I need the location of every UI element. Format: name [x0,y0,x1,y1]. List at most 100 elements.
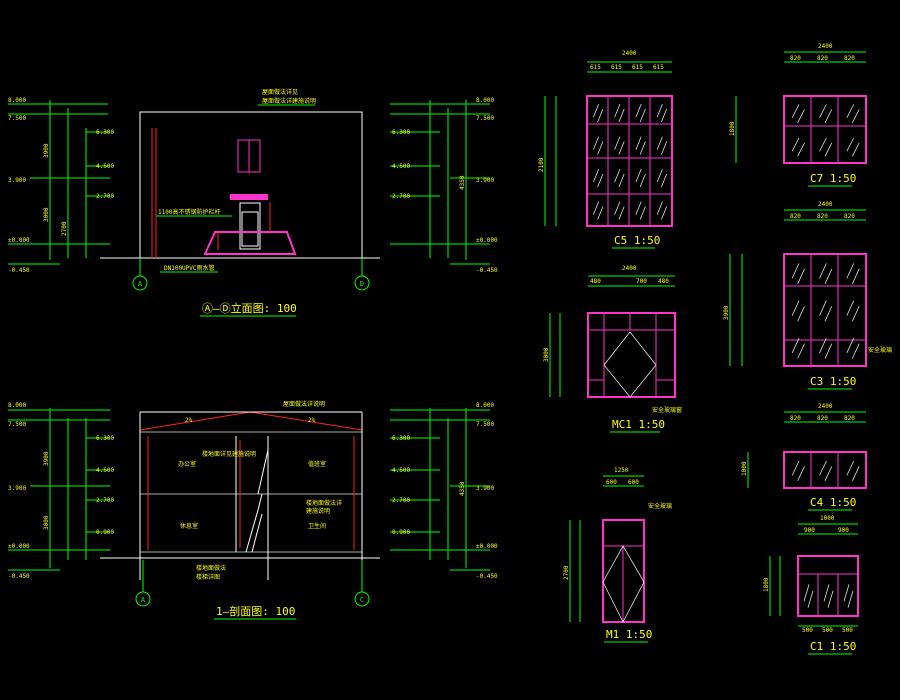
svg-text:6.300: 6.300 [392,129,410,136]
svg-text:7.500: 7.500 [476,421,494,428]
pipe-note: DN100UPVC雨水管 [164,264,215,272]
glass-hatch-stroke [852,109,860,123]
glass-hatch-stroke [852,306,860,322]
svg-text:8.000: 8.000 [476,97,494,104]
glass-hatch-stroke [843,584,850,602]
glass-hatch-stroke [656,201,663,215]
svg-text:1250: 1250 [614,467,629,474]
svg-text:2400: 2400 [818,43,833,50]
svg-text:820: 820 [844,55,855,62]
entrance-canopy [230,194,268,200]
svg-text:615: 615 [590,64,601,71]
window-c3: 2400 820 820 820 3900 安全玻璃 C3 1:50 [723,201,892,390]
section-floor-note: 楼地面详见建施说明 [202,450,256,458]
axis-d-label: D [360,280,364,288]
c7-title: C7 1:50 [810,172,856,185]
svg-text:4350: 4350 [459,481,466,496]
svg-text:4.500: 4.500 [392,163,410,170]
level-m450: -0.450 [8,267,30,274]
level-0900: 0.900 [96,529,114,536]
glass-hatch-stroke [661,173,668,188]
c4-title: C4 1:50 [810,496,856,509]
window-c1: 1000 900 900 1800 500 500 500 C1 1:50 [763,515,859,655]
glass-hatch-stroke [597,206,604,220]
svg-text:820: 820 [790,213,801,220]
svg-text:2400: 2400 [818,403,833,410]
glass-hatch-stroke [797,268,805,285]
roof-note-2: 屋面做法详建施说明 [262,97,316,105]
glass-hatch-stroke [846,460,855,476]
glass-hatch-stroke [639,206,646,220]
glass-hatch-stroke [852,466,860,481]
glass-hatch-stroke [824,343,833,359]
mc1-title: MC1 1:50 [612,418,665,431]
glass-hatch-stroke [791,137,800,152]
svg-text:2.700: 2.700 [96,497,114,504]
stair-line [245,493,263,553]
glass-hatch-stroke [819,104,827,118]
elevation-title: Ⓐ—Ⓓ立面图: 100 [202,301,297,315]
svg-text:900: 900 [804,527,815,534]
svg-text:615: 615 [632,64,643,71]
svg-text:500: 500 [822,627,833,634]
glass-hatch-stroke [797,306,805,322]
svg-text:500: 500 [802,627,813,634]
glass-hatch-stroke [846,104,855,118]
svg-text:820: 820 [790,55,801,62]
svg-text:0.900: 0.900 [392,529,410,536]
svg-text:820: 820 [844,415,855,422]
svg-text:700: 700 [636,278,647,285]
svg-text:3000: 3000 [543,347,550,362]
glass-hatch-stroke [635,136,642,150]
glass-hatch-stroke [852,343,860,359]
level-7500: 7.500 [8,115,26,122]
svg-text:-0.450: -0.450 [8,573,30,580]
svg-text:建施说明: 建施说明 [306,507,330,515]
svg-text:820: 820 [817,213,828,220]
c5-width: 2400 [622,50,637,57]
c3-glass-note: 安全玻璃 [868,346,892,354]
glass-hatch-stroke [819,337,827,354]
svg-text:-0.450: -0.450 [476,573,498,580]
svg-text:4.500: 4.500 [96,467,114,474]
railing-note: 1100高不锈钢防护栏杆 [158,208,220,216]
glass-hatch-stroke [807,590,814,608]
m1-glass-note: 安全玻璃 [648,502,672,510]
svg-text:±0.000: ±0.000 [476,237,498,244]
svg-text:3.900: 3.900 [8,485,26,492]
glass-hatch-stroke [824,109,833,123]
roof-note-1: 屋面做法详见 [262,88,298,96]
glass-hatch-stroke [597,141,604,155]
m1-title: M1 1:50 [606,628,652,641]
axis-c-label: C [360,596,364,604]
svg-text:480: 480 [590,278,601,285]
svg-text:6.300: 6.300 [96,435,114,442]
window-c7: 2400 820 820 820 1800 C7 1:50 [729,43,867,187]
svg-text:1000: 1000 [820,515,835,522]
level-4500: 4.500 [96,163,114,170]
slope-left: 2% [185,417,193,424]
glass-hatch-stroke [797,466,805,481]
glass-hatch-stroke [597,173,604,188]
svg-text:楼地面做法详: 楼地面做法详 [306,499,342,507]
glass-hatch [593,103,860,608]
room-label-4: 卫生间 [308,522,326,530]
svg-text:3000: 3000 [43,515,50,530]
svg-text:3.900: 3.900 [476,177,494,184]
window-c5: 2400 615 615 615 615 2100 C5 1:50 [538,50,673,249]
svg-text:820: 820 [817,415,828,422]
glass-hatch-stroke [639,108,646,123]
svg-text:2700: 2700 [563,565,570,580]
svg-text:楼梯详图: 楼梯详图 [196,573,220,581]
svg-text:615: 615 [653,64,664,71]
elevation-drawing: A D 8.000 7.500 3.900 ±0.000 -0.450 6.30… [8,88,498,317]
svg-text:4350: 4350 [459,175,466,190]
level-3900: 3.900 [8,177,26,184]
svg-text:±0.000: ±0.000 [8,543,30,550]
glass-hatch-stroke [824,268,833,285]
section-drawing: A C 8.000 7.500 3.900 ±0.000 -0.450 6.30… [8,400,498,620]
glass-hatch-stroke [791,263,800,279]
glass-hatch-stroke [846,300,855,316]
